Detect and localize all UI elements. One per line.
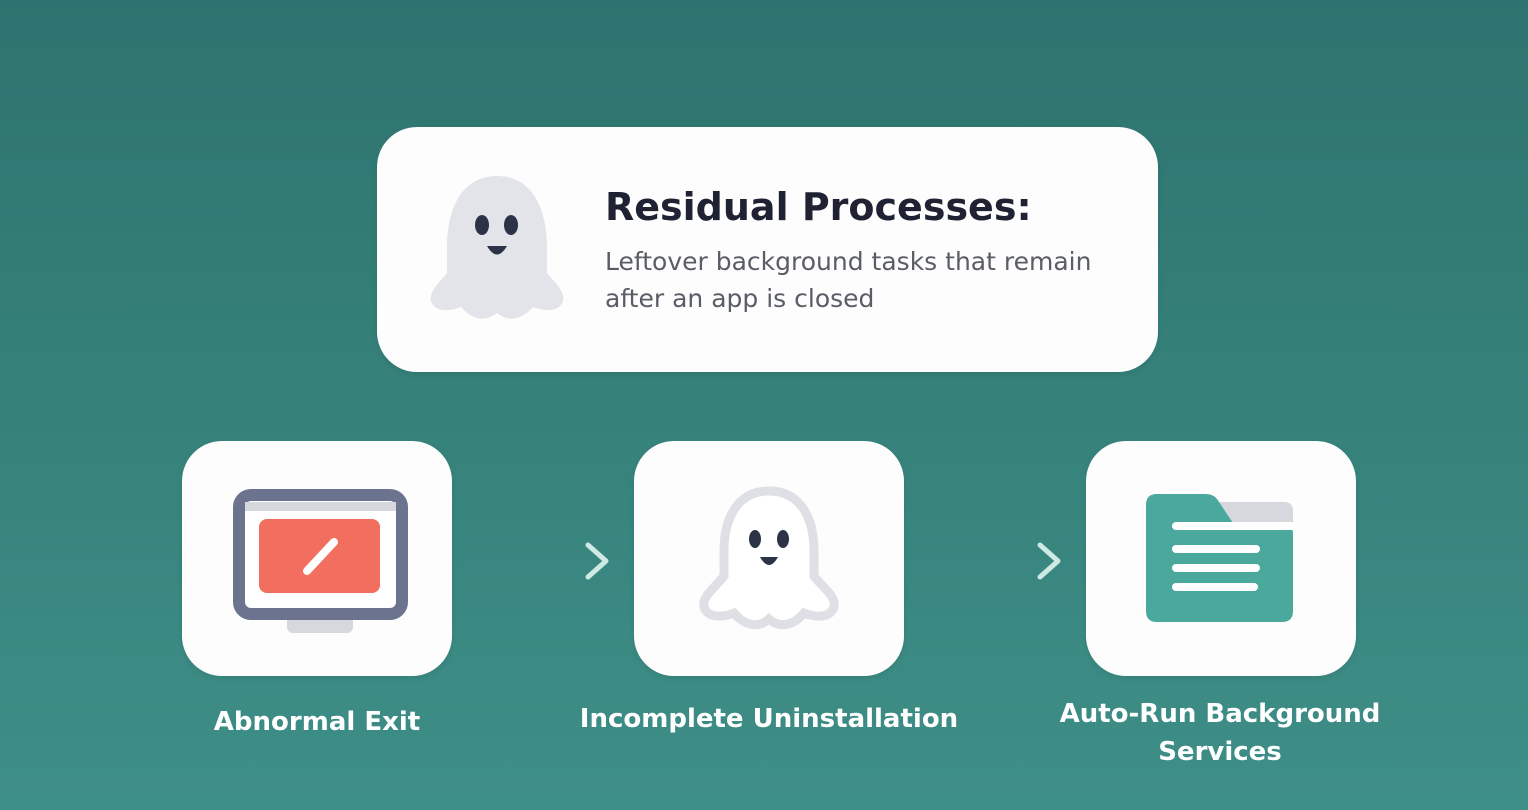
ghost-outline-icon: [699, 486, 839, 630]
step-card-incomplete-uninstallation: [634, 441, 904, 676]
definition-description: Leftover background tasks that remain af…: [605, 247, 1092, 313]
arrow-icon: [949, 542, 1061, 580]
step-label-auto-run-services: Auto-Run Background Services: [1059, 699, 1381, 767]
definition-title: Residual Processes:: [605, 185, 1032, 229]
step-label-abnormal-exit: Abnormal Exit: [213, 707, 421, 737]
step-card-abnormal-exit: [182, 441, 452, 676]
folder-document-icon: [1146, 494, 1297, 622]
ghost-icon: [430, 176, 564, 319]
arrow-icon: [497, 542, 609, 580]
definition-card: Residual Processes: Leftover background …: [377, 127, 1158, 372]
monitor-error-icon: [233, 489, 408, 633]
step-card-auto-run-services: [1086, 441, 1356, 676]
step-label-incomplete-uninstallation: Incomplete Uninstallation: [579, 704, 959, 734]
